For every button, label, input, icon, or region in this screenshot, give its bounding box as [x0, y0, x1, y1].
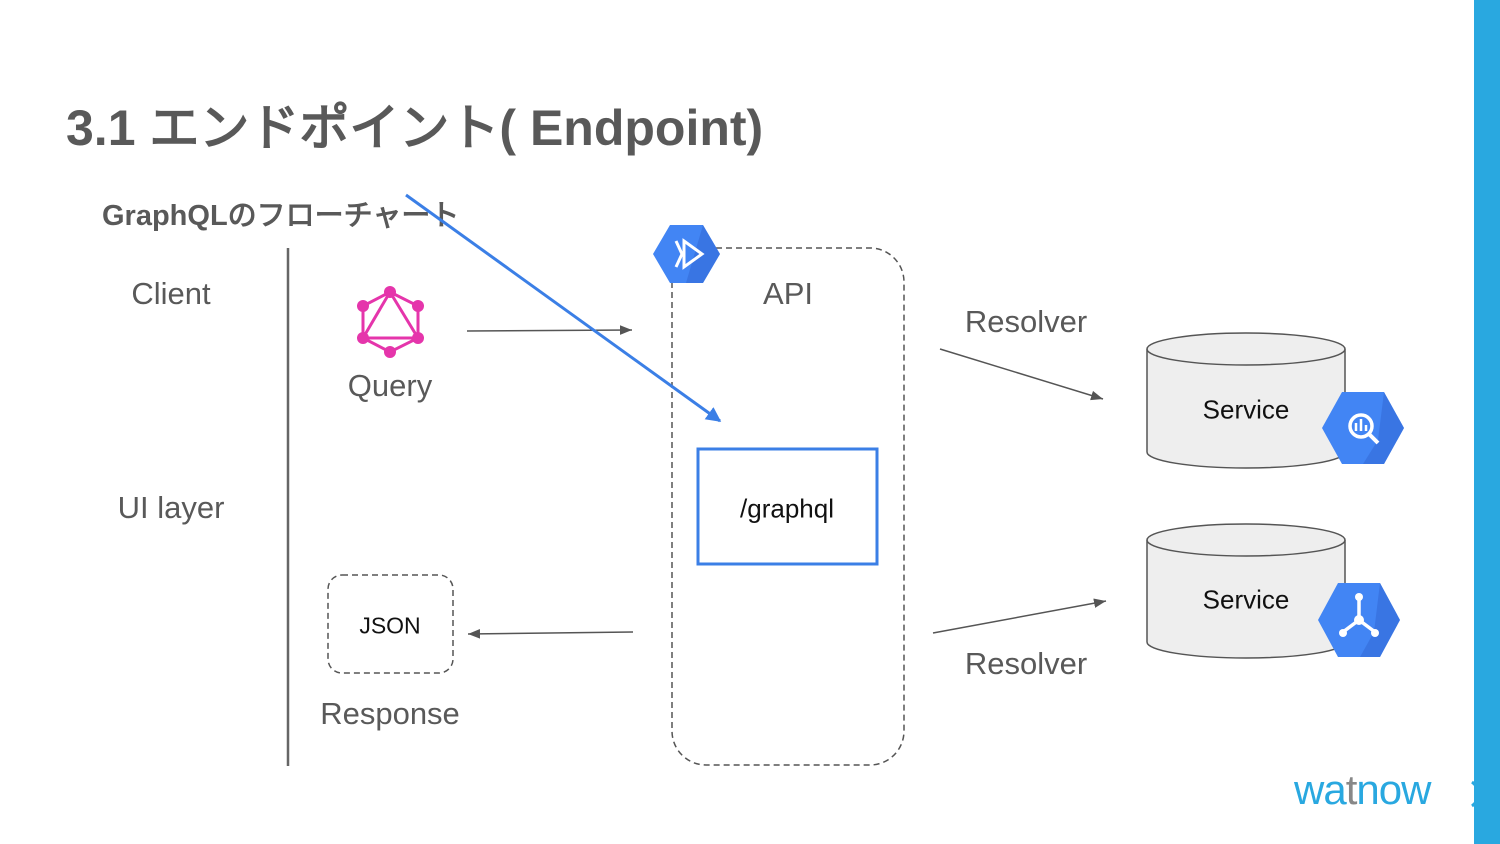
api-label: API	[763, 276, 813, 311]
service-cylinder-top	[1146, 332, 1346, 469]
graphql-endpoint-label: /graphql	[740, 493, 834, 524]
resolver-label-top: Resolver	[964, 304, 1088, 339]
graphql-logo-icon	[357, 286, 424, 358]
ui-layer-label: UI layer	[117, 490, 225, 525]
cloud-endpoints-icon	[653, 225, 720, 283]
service-label-top: Service	[1202, 394, 1290, 425]
watnow-logo: watnow	[1294, 766, 1431, 814]
service-cylinder-bottom	[1146, 523, 1346, 659]
highlight-arrow	[405, 193, 722, 423]
resolver-label-bottom: Resolver	[964, 646, 1088, 681]
response-label: Response	[320, 696, 460, 731]
resolver-arrow-top	[939, 348, 1104, 401]
json-label: JSON	[359, 612, 421, 639]
brand-arc	[1471, 780, 1480, 808]
brand-suffix: now	[1356, 766, 1431, 813]
resolver-arrow-bottom	[932, 598, 1107, 634]
page-title: 3.1 エンドポイント( Endpoint)	[66, 100, 764, 156]
accent-bar	[1474, 0, 1500, 844]
brand-accent: t	[1345, 766, 1358, 813]
graphql-endpoint-box	[696, 447, 879, 566]
brand-prefix: wa	[1294, 766, 1347, 813]
bigquery-icon	[1322, 392, 1404, 464]
query-arrow	[466, 325, 633, 335]
service-label-bottom: Service	[1202, 584, 1290, 615]
query-label: Query	[347, 368, 433, 403]
api-container	[671, 247, 905, 766]
page-subtitle: GraphQLのフローチャート	[102, 200, 460, 232]
dataflow-icon	[1318, 583, 1400, 657]
client-label: Client	[131, 276, 211, 311]
response-arrow	[467, 629, 634, 639]
json-box	[327, 574, 454, 674]
